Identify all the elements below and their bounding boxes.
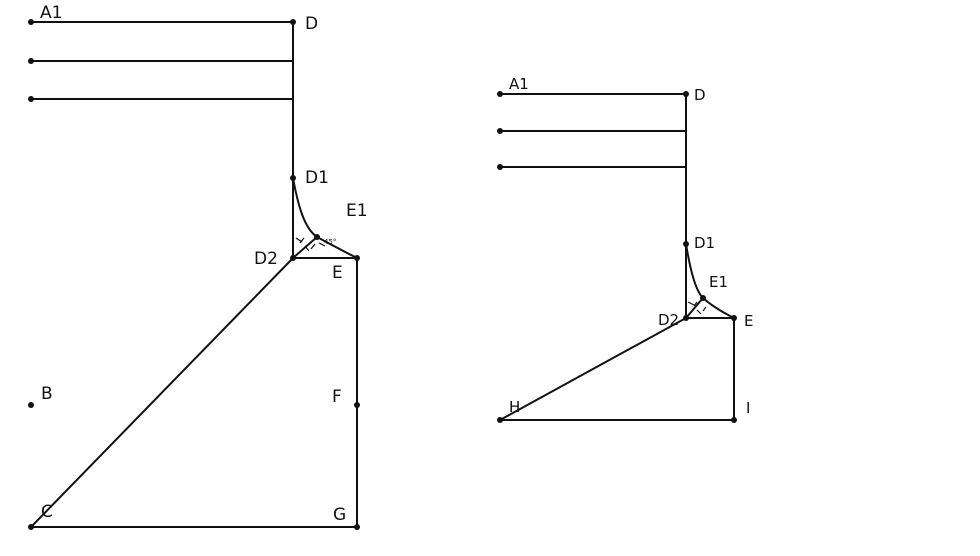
left-label-d1: D1 bbox=[305, 168, 329, 188]
right-label-d: D bbox=[694, 86, 706, 104]
right-point-guide2-left bbox=[497, 164, 503, 170]
left-outline bbox=[28, 21, 358, 528]
right-label-i: I bbox=[746, 399, 750, 417]
left-label-g: G bbox=[333, 505, 346, 525]
left-point-e1 bbox=[314, 234, 320, 240]
left-label-d: D bbox=[305, 14, 318, 34]
right-point-guide1-left bbox=[497, 128, 503, 134]
right-point-i bbox=[731, 417, 737, 423]
left-point-c bbox=[28, 524, 34, 530]
right-label-e1: E1 bbox=[709, 273, 728, 291]
left-point-b bbox=[28, 402, 34, 408]
right-label-a1: A1 bbox=[509, 75, 529, 93]
right-bisector-line bbox=[685, 297, 704, 319]
right-point-e bbox=[731, 315, 737, 321]
right-point-e1 bbox=[700, 295, 706, 301]
left-point-d1 bbox=[290, 175, 296, 181]
right-outline bbox=[499, 93, 735, 421]
left-point-d2 bbox=[290, 255, 296, 261]
left-label-e1: E1 bbox=[346, 201, 368, 221]
left-label-d2: D2 bbox=[254, 249, 278, 269]
right-draft: A1 D D1 E1 D2 E H I bbox=[497, 75, 753, 423]
left-point-guide1-left bbox=[28, 58, 34, 64]
left-point-g bbox=[354, 524, 360, 530]
left-label-a1: A1 bbox=[40, 3, 62, 23]
right-point-h bbox=[497, 417, 503, 423]
left-label-f: F bbox=[332, 387, 342, 407]
left-label-c: C bbox=[41, 502, 53, 522]
left-point-e bbox=[354, 255, 360, 261]
right-point-d1 bbox=[683, 241, 689, 247]
left-point-a1 bbox=[28, 19, 34, 25]
right-label-e: E bbox=[744, 312, 753, 330]
left-bisector-line bbox=[292, 236, 318, 259]
right-point-d bbox=[683, 91, 689, 97]
left-point-f bbox=[354, 402, 360, 408]
right-label-d1: D1 bbox=[694, 234, 715, 252]
right-label-d2: D2 bbox=[658, 311, 679, 329]
right-angle-marks bbox=[687, 301, 707, 315]
left-draft: 45° A1 D D1 E1 D2 E B F C G bbox=[28, 3, 368, 530]
left-label-e: E bbox=[332, 263, 343, 283]
right-point-a1 bbox=[497, 91, 503, 97]
right-point-d2 bbox=[683, 315, 689, 321]
right-label-h: H bbox=[509, 398, 520, 416]
left-point-guide2-left bbox=[28, 96, 34, 102]
left-angle-marks bbox=[295, 237, 326, 252]
left-label-b: B bbox=[41, 384, 53, 404]
left-point-d bbox=[290, 19, 296, 25]
left-angle-note: 45° bbox=[324, 238, 336, 246]
